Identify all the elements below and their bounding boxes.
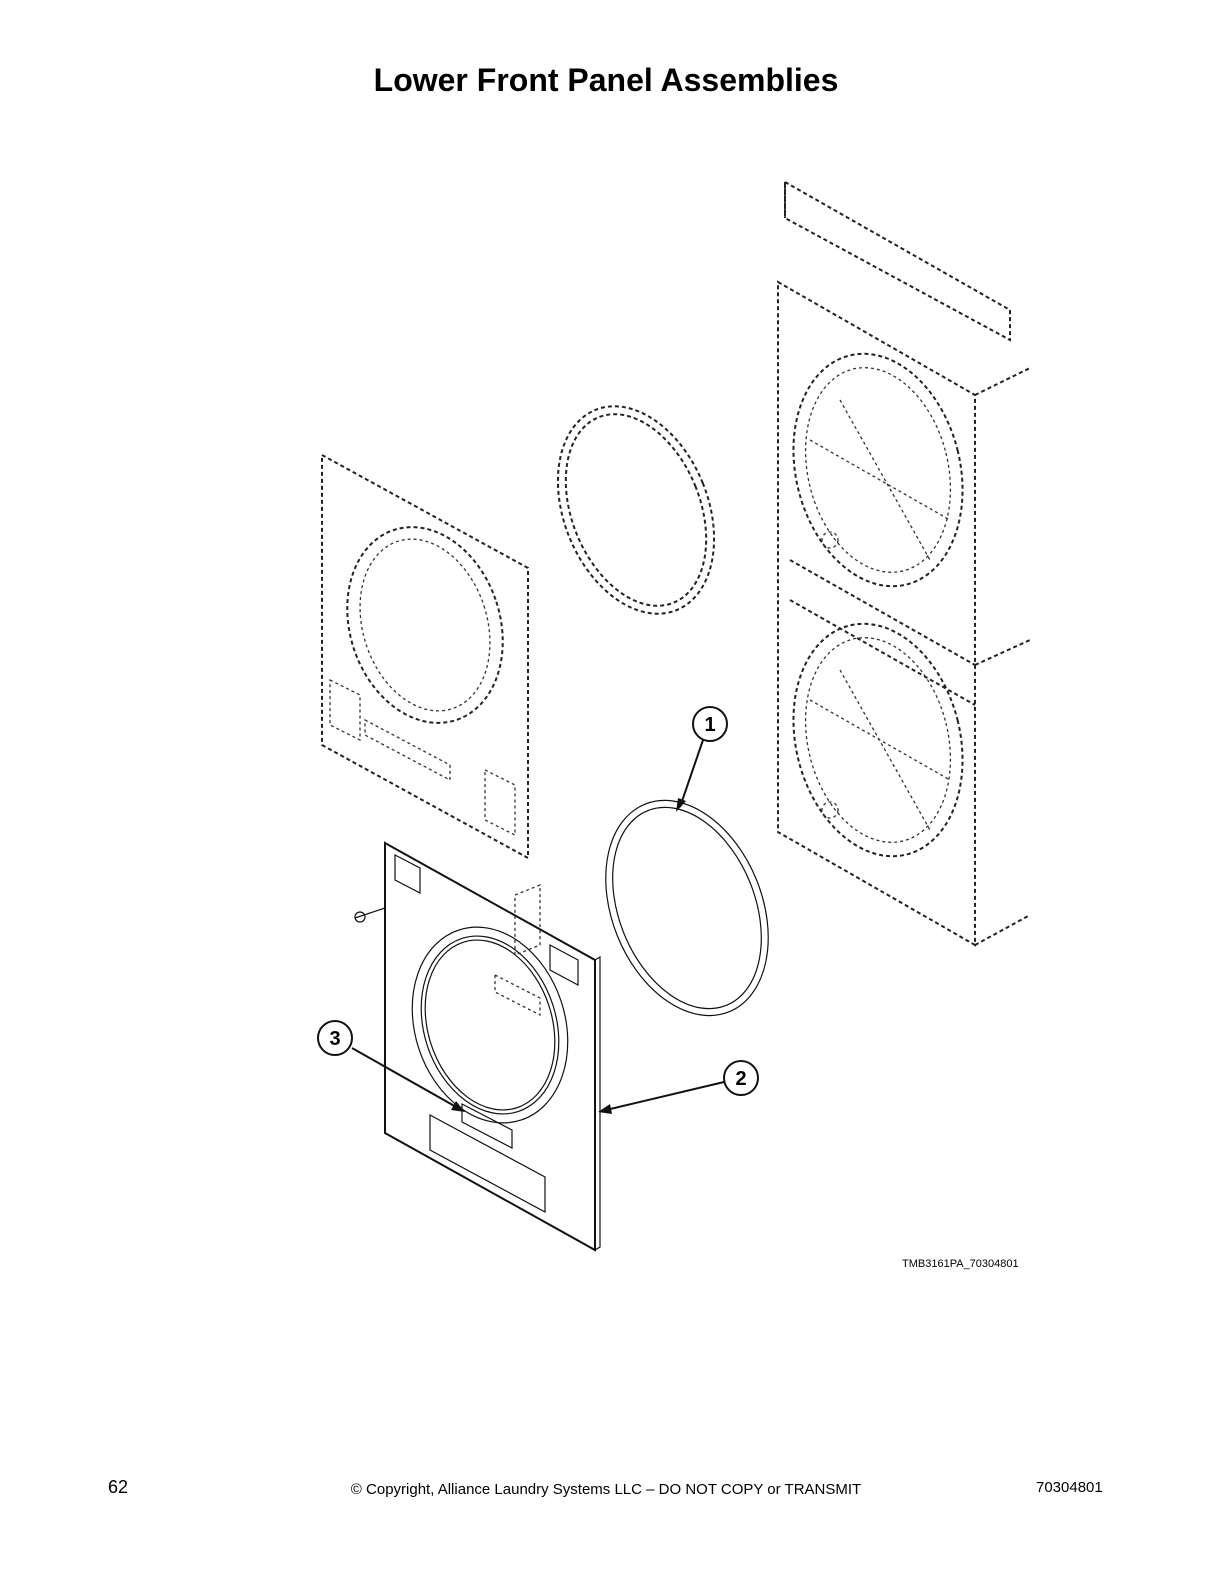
dryer-cabinet-frame bbox=[777, 180, 1031, 947]
callout-2-label: 2 bbox=[735, 1068, 746, 1090]
callout-3-label: 3 bbox=[329, 1028, 340, 1050]
door-seal-ring bbox=[605, 799, 769, 1017]
document-number: 70304801 bbox=[1036, 1479, 1103, 1496]
rear-panel-outline bbox=[321, 453, 529, 860]
callout-1: 1 bbox=[676, 706, 728, 812]
callout-3: 3 bbox=[317, 1020, 465, 1112]
gasket-ring-outline bbox=[556, 405, 716, 615]
page-number: 62 bbox=[108, 1477, 129, 1497]
figure-id: TMB3161PA_70304801 bbox=[902, 1258, 1019, 1270]
callout-1-label: 1 bbox=[704, 714, 715, 736]
copyright-notice: © Copyright, Alliance Laundry Systems LL… bbox=[350, 1481, 862, 1498]
callout-2: 2 bbox=[598, 1060, 759, 1114]
page-title: Lower Front Panel Assemblies bbox=[373, 62, 839, 98]
lower-front-panel bbox=[354, 841, 601, 1252]
